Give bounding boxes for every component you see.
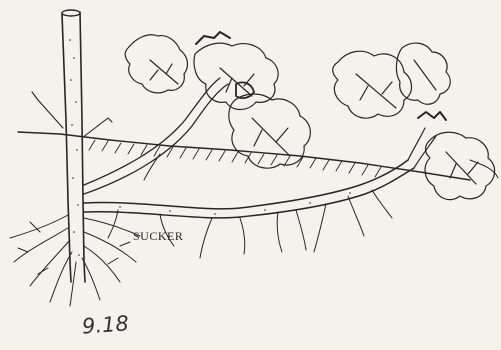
handwritten-note: 9.18 [81, 311, 129, 338]
main-stem [32, 10, 112, 282]
roots-main [10, 215, 140, 306]
ground-surface [18, 132, 470, 180]
branch-left [84, 78, 228, 194]
leaf-cluster-left [125, 32, 310, 168]
sucker-label: SUCKER [133, 229, 183, 244]
sucker-root [84, 160, 414, 218]
leaf-cluster-right [333, 43, 498, 200]
sucker-shoot [408, 128, 436, 168]
